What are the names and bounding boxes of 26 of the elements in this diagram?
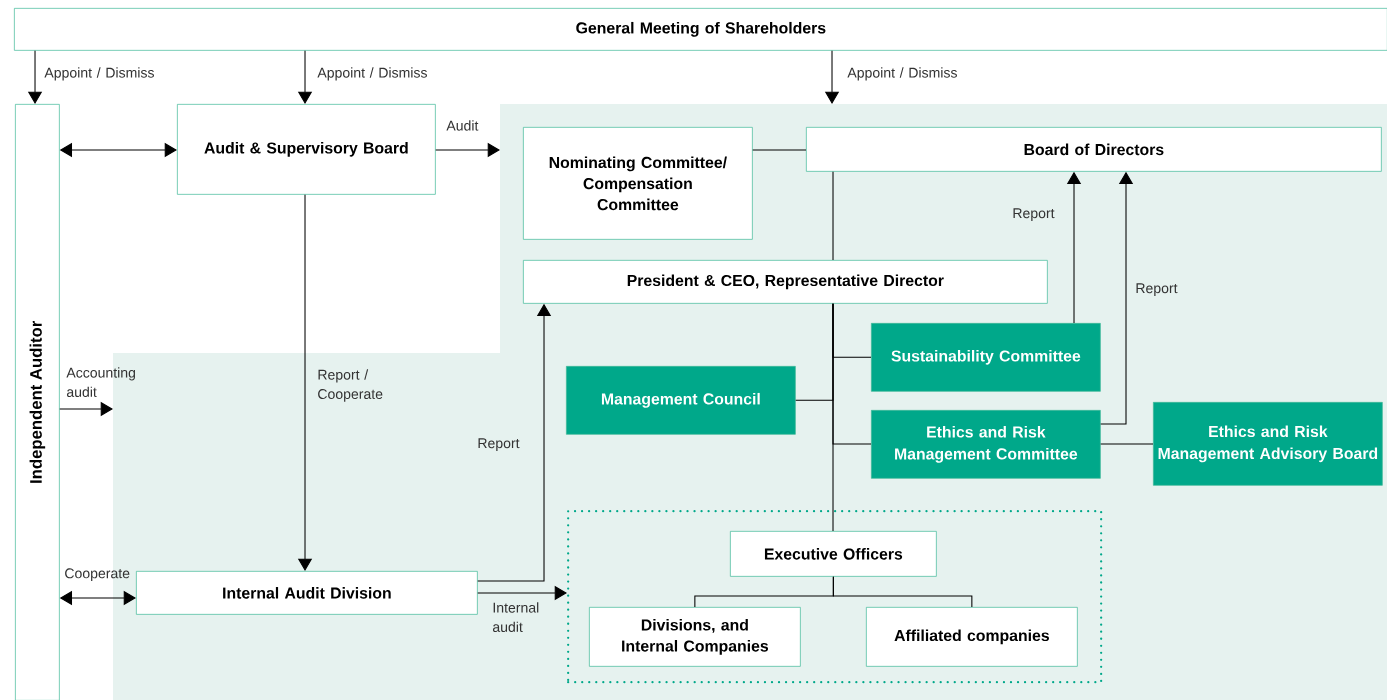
org-box: Nominating Committee/ Compensation Committee <box>523 127 753 240</box>
org-box: Executive Officers <box>730 531 937 577</box>
committee-box: Sustainability Committee <box>871 323 1101 392</box>
committee-box: Ethics and Risk Management Advisory Board <box>1153 402 1383 486</box>
edge-label: Cooperate <box>65 568 130 582</box>
dotted-group-frame <box>567 510 1103 684</box>
edge-label: Report <box>478 438 520 451</box>
edge-label: Report / Cooperate <box>318 369 383 402</box>
org-box: Board of Directors <box>806 127 1382 172</box>
edge-label: Internal audit <box>492 602 539 632</box>
committee-box: Ethics and Risk Management Committee <box>871 410 1101 479</box>
edge-label: Accounting audit <box>66 367 135 397</box>
org-box: Internal Audit Division <box>136 571 478 615</box>
org-box: Divisions, and Internal Companies <box>589 607 801 667</box>
edge-label: Appoint / Dismiss <box>44 67 154 81</box>
org-box: General Meeting of Shareholders <box>14 8 1387 51</box>
org-box: President & CEO, Representative Director <box>523 260 1048 304</box>
org-box: Affiliated companies <box>866 607 1078 667</box>
org-box: Independent Auditor <box>15 104 60 700</box>
edge-label: Appoint / Dismiss <box>847 67 957 81</box>
edge-label: Audit <box>446 120 479 131</box>
committee-box: Management Council <box>566 366 796 435</box>
edge-label: Appoint / Dismiss <box>317 67 427 81</box>
edge-label: Report <box>1136 283 1178 296</box>
org-box: Audit & Supervisory Board <box>177 104 436 195</box>
edge-label: Report <box>1013 208 1055 221</box>
